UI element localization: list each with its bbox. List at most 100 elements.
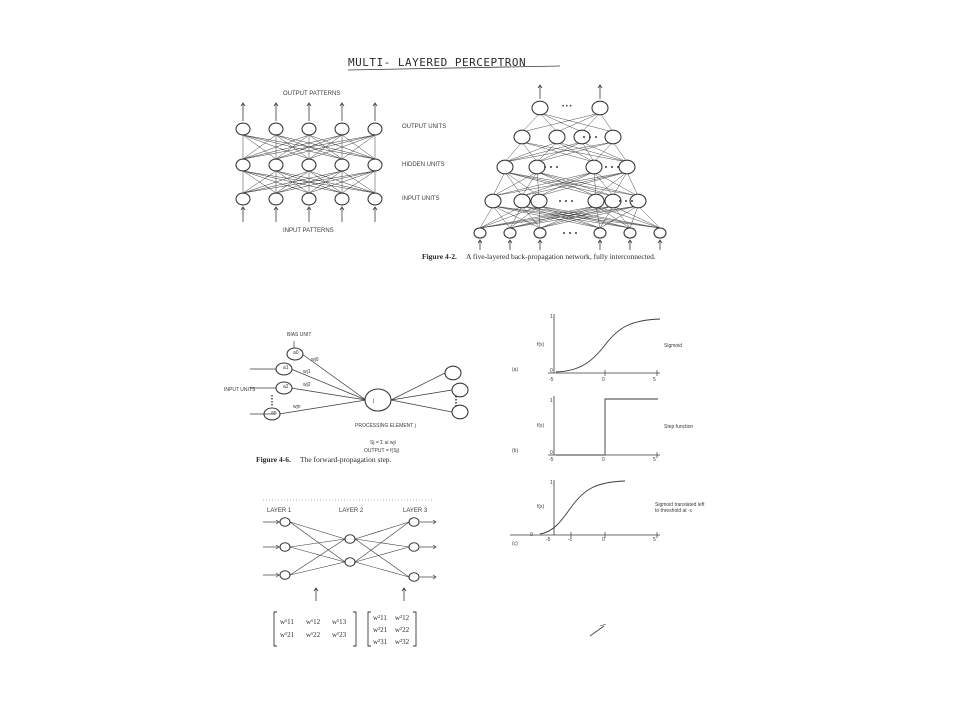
- five-edge-3-1-5: [521, 205, 661, 229]
- five-edge-2-3-0: [492, 171, 628, 197]
- five-edge-2-2-4: [593, 171, 614, 197]
- m2-r1c1: w²11: [373, 614, 387, 622]
- mlp-edge-1-2-0: [242, 170, 310, 194]
- five-edge-0-1-1: [556, 112, 601, 133]
- mlp-edge-1-4-1: [275, 170, 376, 194]
- five-edge-1-3-1: [536, 141, 614, 163]
- five-edge-3-5-0: [479, 205, 639, 229]
- mlp-network-diagram: [235, 102, 383, 222]
- m1-r1c1: w¹11: [280, 618, 294, 626]
- five-edge-3-1-2: [521, 205, 541, 229]
- three-in-head-2: [275, 572, 280, 578]
- five-node-2-2: [585, 159, 603, 175]
- plot-b-tick-0: 0: [602, 457, 605, 463]
- mlp-edge-0-4-2: [308, 134, 376, 160]
- three-node-3: [344, 534, 356, 544]
- m1-r1c2: w¹12: [306, 618, 321, 626]
- mlp-node-0-0: [235, 122, 251, 136]
- plot-a-fx: f(x): [537, 342, 545, 348]
- mlp-out-arrow-3-head: [339, 102, 345, 107]
- five-node-2-3: [618, 159, 636, 175]
- five-ellipsis-1-0: [544, 166, 546, 168]
- pen-stroke: [589, 625, 605, 637]
- node-a1-label: a1: [283, 365, 289, 371]
- mlp-edge-0-4-3: [341, 134, 376, 160]
- five-ellipsis-4-1: [625, 200, 627, 202]
- five-in-arrow-0-head: [477, 239, 483, 244]
- five-ellipsis-0-2: [595, 136, 597, 138]
- fwd-out-edge-1: [390, 389, 453, 401]
- five-edge-2-3-3: [595, 171, 628, 197]
- five-edge-0-0-1: [539, 112, 558, 133]
- weight-wjn: wjn: [293, 404, 301, 410]
- three-in-head-1: [275, 544, 280, 550]
- mlp-edge-0-4-0: [242, 134, 376, 160]
- three-node-5: [408, 517, 420, 527]
- five-edge-3-3-0: [479, 205, 597, 229]
- mlp-edge-0-4-1: [275, 134, 376, 160]
- fwd-node-j: [364, 388, 392, 412]
- mlp-node-2-2: [301, 192, 317, 206]
- five-edge-3-2-1: [509, 205, 540, 229]
- three-node-1: [279, 542, 291, 552]
- five-edge-2-0-1: [504, 171, 523, 197]
- mlp-edge-1-4-2: [308, 170, 376, 194]
- fig46-caption: The forward-propagation step.: [300, 455, 392, 464]
- weight-matrices: w¹11 w¹12 w¹13 w¹21 w¹22 w¹23 w²11 w²12 …: [273, 611, 417, 647]
- five-ellipsis-2-1: [611, 166, 613, 168]
- output-equation: OUTPUT = f(Sj): [364, 448, 400, 454]
- plot-a-tick-5: 5: [653, 377, 656, 383]
- three-out-head-1: [432, 544, 437, 550]
- m2-r3c2: w²32: [395, 638, 410, 646]
- five-edge-0-0-0: [521, 112, 541, 133]
- mlp-edge-1-1-0: [242, 170, 277, 194]
- three-node-4: [344, 557, 356, 567]
- five-edge-1-2-0: [504, 141, 583, 163]
- weight-wj2: wj2: [303, 382, 311, 388]
- five-edge-3-3-4: [595, 205, 631, 229]
- mlp-edge-0-1-0: [242, 134, 277, 160]
- five-edge-2-0-3: [504, 171, 597, 197]
- plot-c-tick-neg5: -5: [546, 537, 551, 543]
- five-ellipsis-3-2: [571, 200, 573, 202]
- five-out-arrow-0-head: [537, 84, 543, 89]
- mlp-node-0-1: [268, 122, 284, 136]
- m1-r1c3: w¹13: [332, 618, 347, 626]
- five-in-arrow-1-head: [507, 239, 513, 244]
- five-node-1-2: [573, 129, 591, 145]
- three-out-head-2: [432, 574, 437, 580]
- plot-c-caption-box: Sigmoid translated left to threshold at …: [655, 502, 704, 514]
- fig46-label: Figure 4-6.: [256, 455, 291, 464]
- five-edge-3-1-1: [509, 205, 523, 229]
- five-ellipsis-5-2: [575, 232, 577, 234]
- mlp-node-2-4: [367, 192, 383, 206]
- five-edge-1-3-2: [593, 141, 614, 163]
- five-node-1-3: [604, 129, 622, 145]
- five-edge-2-3-5: [626, 171, 639, 197]
- five-in-arrow-2-head: [537, 239, 543, 244]
- output-patterns-label: OUTPUT PATTERNS: [283, 91, 340, 97]
- five-edge-3-2-0: [479, 205, 540, 229]
- pen-stroke-tick: [599, 623, 607, 627]
- plot-a-tick-neg5: -5: [549, 377, 554, 383]
- three-node-2: [279, 570, 291, 580]
- five-node-4-0: [473, 227, 487, 239]
- five-ellipsis-0-0: [583, 136, 585, 138]
- plot-c-curve: [539, 480, 626, 535]
- five-edge-2-2-0: [492, 171, 595, 197]
- five-edge-2-1-0: [492, 171, 538, 197]
- five-ellipsis-1-2: [556, 166, 558, 168]
- five-edge-3-2-2: [538, 205, 541, 229]
- input-patterns-label: INPUT PATTERNS: [283, 228, 334, 234]
- five-node-4-2: [533, 227, 547, 239]
- plot-c-tick-negc: -c: [568, 537, 573, 543]
- five-edge-3-5-4: [629, 205, 639, 229]
- fwd-out-node-2: [451, 404, 469, 420]
- mlp-node-1-4: [367, 158, 383, 172]
- five-edge-3-4-0: [479, 205, 614, 229]
- plot-b-caption: Step function: [664, 424, 693, 430]
- forward-propagation-diagram: [250, 341, 469, 421]
- node-an-label: an: [271, 410, 277, 416]
- five-edge-1-3-0: [504, 141, 614, 163]
